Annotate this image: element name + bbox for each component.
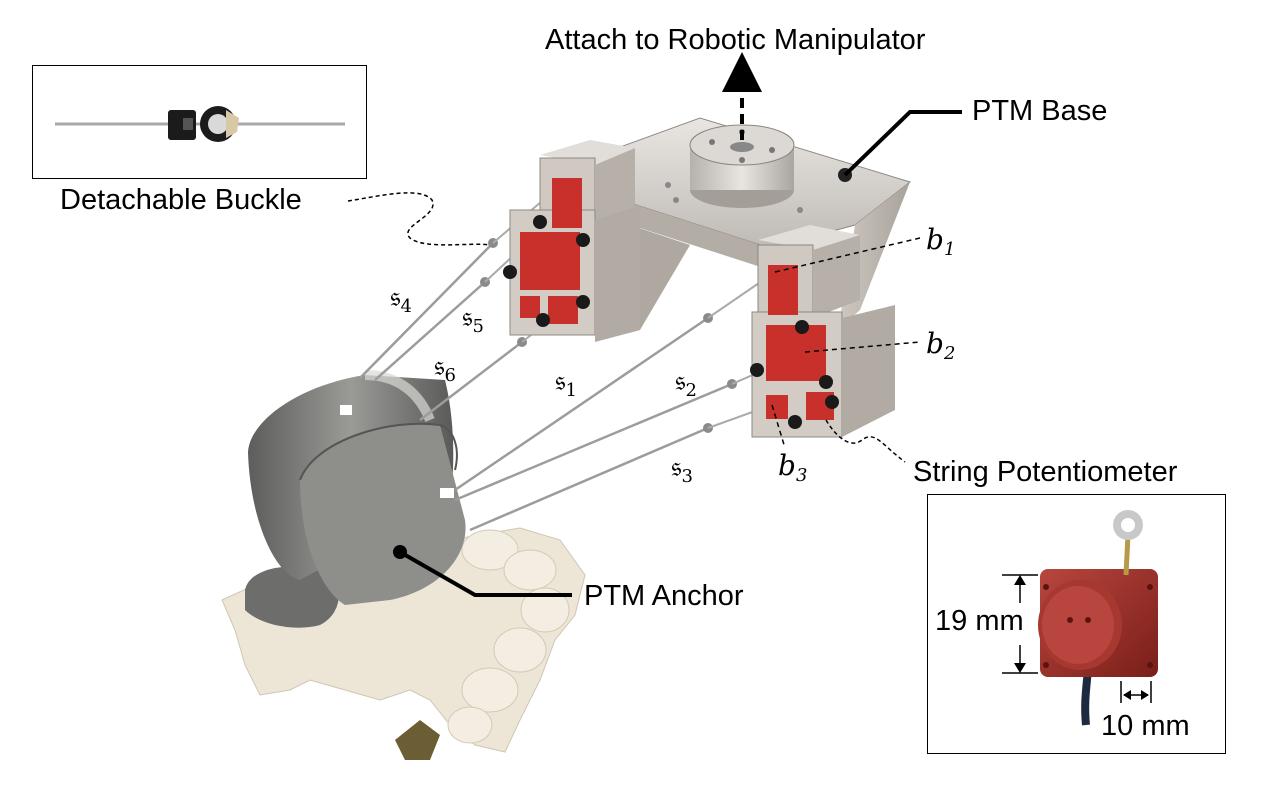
ptm-anchor-label: PTM Anchor [584,580,744,612]
dental-model [221,527,586,760]
dimension-10mm-label: 10 mm [1101,710,1190,742]
string-potentiometer-label: String Potentiometer [913,456,1178,488]
string-s6 [419,341,523,421]
dimension-19mm-label: 19 mm [935,605,1024,637]
string-s3 [469,426,709,532]
string-s2 [454,382,733,502]
symbol-s4: 𝔰4 [390,280,412,317]
symbol-b2: b2 [926,327,956,364]
symbol-b3: b3 [778,449,808,486]
symbol-b1: b1 [926,223,956,260]
measurement-strings [359,242,733,532]
ptm-base-label: PTM Base [972,95,1108,127]
ptm-base-shape [503,117,912,438]
ptm-anchor-shape [248,370,466,605]
string-s1 [454,316,709,492]
potentiometer-inset [927,494,1226,754]
string-s4 [359,242,494,379]
symbol-s1: 𝔰1 [555,364,577,401]
potentiometer-photo [1002,510,1158,726]
buckle-photo [55,106,345,142]
symbol-s5: 𝔰5 [462,300,484,337]
attach-label: Attach to Robotic Manipulator [545,24,926,56]
string-s5 [374,281,486,381]
leader-lines [347,52,962,597]
buckle-inset [32,65,367,179]
detachable-buckle-label: Detachable Buckle [60,184,302,216]
symbol-s6: 𝔰6 [434,349,456,386]
symbol-s2: 𝔰2 [675,364,697,401]
symbol-s3: 𝔰3 [671,450,693,487]
